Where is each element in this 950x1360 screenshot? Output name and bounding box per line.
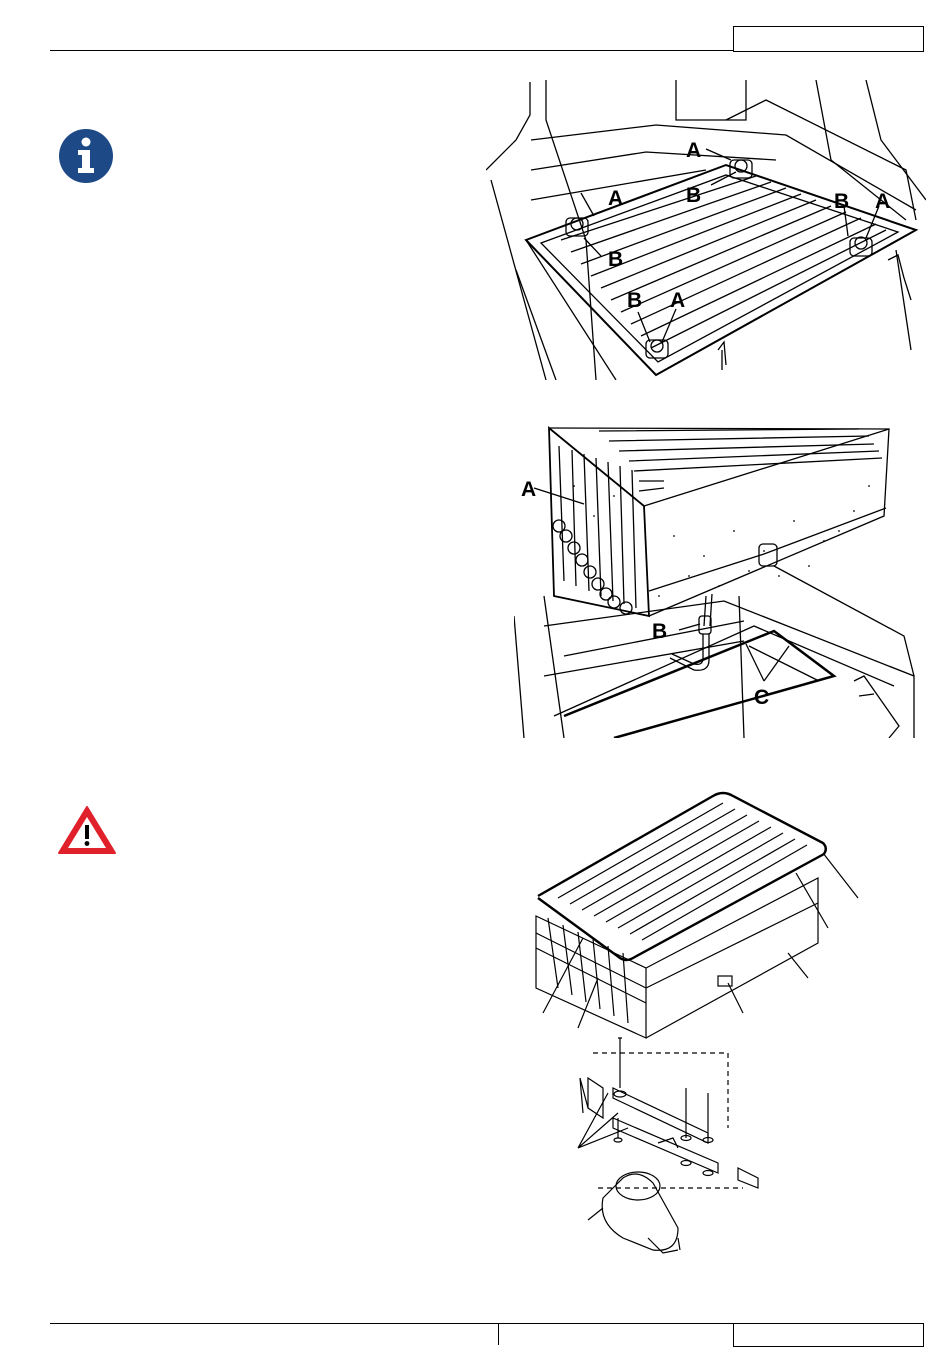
fig1-label-b4: B xyxy=(627,289,642,312)
fig1-label-b1: B xyxy=(686,184,701,207)
fig1-label-a3: A xyxy=(875,190,890,213)
footer-page-box xyxy=(733,1323,924,1347)
fig2-label-c: C xyxy=(754,686,769,709)
warning-icon xyxy=(56,804,118,856)
fig1-label-a4: A xyxy=(670,289,685,312)
figure-battery-hold-downs: A B A B B A B A xyxy=(486,80,926,380)
fig2-label-a: A xyxy=(521,478,536,501)
figure-battery-lifted: A B C xyxy=(514,426,928,738)
fig1-label-a2: A xyxy=(608,187,623,210)
info-icon xyxy=(58,128,114,184)
footer-divider xyxy=(498,1323,499,1345)
header-page-ref-box xyxy=(733,26,924,52)
fig1-label-b3: B xyxy=(834,190,849,213)
fig1-label-a1: A xyxy=(686,139,701,162)
figure-battery-exploded xyxy=(528,788,868,1258)
fig2-label-b: B xyxy=(652,620,667,643)
fig1-label-b2: B xyxy=(608,248,623,271)
